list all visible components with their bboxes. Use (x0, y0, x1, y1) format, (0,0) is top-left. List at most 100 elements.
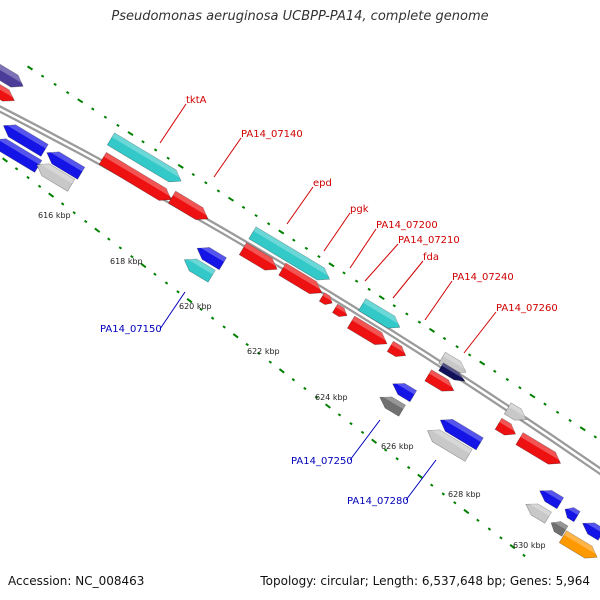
tick-mark-outer (141, 140, 145, 144)
tick-mark-inner (26, 175, 30, 180)
gene-label-leader (424, 280, 453, 321)
gene-arrow-highlight (499, 418, 517, 433)
tick-mark-inner (94, 227, 101, 233)
tick-mark-outer (405, 312, 409, 316)
gene-arrow-PA14-07240-highlight (441, 362, 466, 381)
tick-mark-outer (529, 393, 536, 399)
gene-label: PA14_07260 (496, 303, 558, 314)
gene-label-leader (159, 291, 186, 330)
gene-arrow-orange-body (558, 530, 598, 559)
tick-mark-outer (579, 426, 586, 432)
tick-mark-inner (210, 316, 215, 320)
backbone-outer (0, 105, 600, 476)
topology-text: Topology: circular; Length: 6,537,648 bp… (260, 574, 590, 588)
tick-mark-inner (395, 457, 399, 461)
tick-mark-outer (467, 353, 472, 357)
tick-label: 630 kbp (513, 541, 546, 550)
gene-arrow (494, 417, 517, 436)
gene-arrow-tktA (98, 151, 173, 201)
gene-label-leader (405, 459, 437, 501)
gene-label: pgk (350, 204, 369, 215)
gene-arrow-reverse-highlight (47, 150, 85, 172)
gene-arrow-fda-body (346, 315, 388, 345)
tick-mark-outer (103, 115, 108, 119)
gene-arrow-PA14-07280-highlight (428, 428, 473, 454)
tick-mark-outer (342, 271, 346, 275)
gene-arrow-reverse-body (539, 490, 565, 510)
tick-mark-outer (317, 254, 321, 259)
tick-mark-inner (2, 157, 8, 163)
tick-mark-outer (392, 304, 397, 308)
tick-mark-inner (140, 262, 147, 269)
gene-arrow (515, 432, 562, 465)
tick-mark-outer (493, 369, 497, 373)
tick-mark-inner (176, 290, 180, 294)
gene-arrow-reverse (539, 489, 565, 510)
tick-mark-inner (222, 325, 226, 329)
gene-arrow-fda-body (358, 298, 401, 329)
gene-arrow-epd-highlight (253, 226, 331, 278)
tick-mark-outer (568, 418, 572, 423)
gene-label: PA14_07140 (241, 129, 303, 140)
gene-arrow-PA14-07210-body (332, 303, 348, 317)
tick-mark-outer (442, 336, 447, 341)
gene-arrow-reverse-highlight (198, 246, 227, 262)
tick-mark-outer (91, 107, 95, 111)
gene-arrow-reverse-highlight (0, 137, 42, 165)
tick-mark-outer (153, 148, 158, 152)
gene-arrow-reverse-highlight (37, 162, 75, 184)
gene-label-leader (323, 212, 351, 252)
gene-arrow-reverse-body (46, 151, 86, 180)
gene-arrow-PA14-07240 (438, 362, 466, 382)
gene-arrow-reverse-body (525, 503, 552, 524)
tick-label: 616 kbp (38, 211, 71, 220)
tick-label: 626 kbp (381, 442, 414, 451)
gene-label: PA14_07210 (398, 235, 460, 246)
gene-arrow-reverse-highlight (4, 123, 49, 149)
tick-mark-inner (441, 492, 446, 496)
tick-mark-inner (349, 421, 353, 426)
gene-arrow-PA14-07260-body (424, 369, 455, 392)
tick-mark-inner (453, 501, 457, 505)
gene-arrow (0, 83, 16, 102)
gene-arrow-PA14-07240-body (438, 351, 467, 373)
gene-arrow-PA14-07200-highlight (322, 292, 333, 302)
tick-label: 618 kbp (110, 257, 143, 266)
tick-mark-inner (37, 184, 42, 189)
gene-arrow-PA14-07210-highlight (335, 304, 348, 315)
gene-arrow-reverse-body (582, 522, 600, 541)
gene-arrow-reverse-highlight (565, 507, 581, 516)
tick-label: 622 kbp (247, 347, 280, 356)
gene-label-leader (159, 103, 187, 144)
gene-arrow-PA14-07150-highlight (185, 257, 216, 275)
tick-mark-outer (166, 156, 170, 160)
gene-arrow-reverse (46, 150, 86, 180)
tick-mark-inner (199, 307, 203, 312)
gene-arrow-reverse-highlight (583, 521, 600, 533)
tick-mark-inner (257, 351, 261, 355)
gene-arrow-tktA-body (106, 132, 182, 183)
tick-mark-outer (127, 131, 134, 137)
gene-arrow-reverse-body (2, 124, 49, 157)
gene-arrow-body (0, 83, 15, 102)
gene-arrow-reverse-body (550, 521, 569, 537)
gene-arrow (386, 340, 407, 357)
tick-mark-outer (354, 279, 359, 283)
gene-arrow-pgk (278, 262, 323, 295)
gene-arrow-highlight (391, 341, 407, 355)
gene-arrow-purple (0, 59, 25, 88)
tick-mark-outer (26, 65, 34, 71)
gene-arrow-reverse (550, 521, 569, 537)
tick-mark-inner (417, 473, 424, 479)
tick-mark-inner (14, 167, 19, 171)
gene-arrow-epd (238, 242, 279, 271)
gene-arrow-purple-body (0, 59, 24, 88)
gene-arrow-reverse-highlight (393, 382, 417, 395)
tick-mark-inner (164, 281, 169, 285)
tick-mark-inner (84, 219, 88, 224)
gene-arrow-reverse (392, 382, 418, 403)
tick-mark-inner (337, 413, 342, 417)
gene-arrow-tktA-body (98, 151, 172, 201)
gene-arrow-PA14-07280 (439, 418, 484, 451)
